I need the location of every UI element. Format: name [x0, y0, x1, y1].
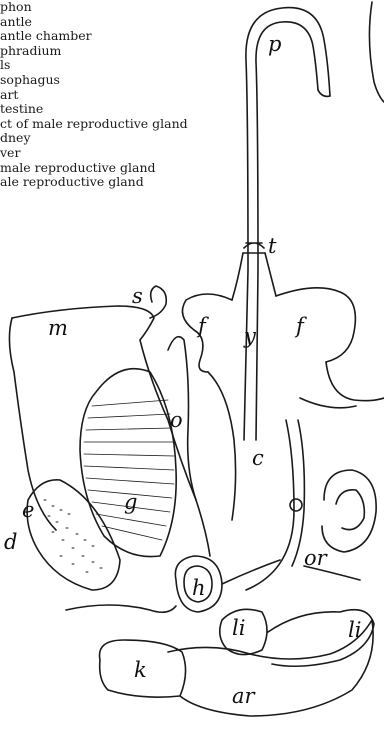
legend-item-heart: art: [0, 88, 240, 103]
coil-inner: [336, 490, 364, 530]
ventral-fold-2: [222, 560, 280, 584]
label-s: s: [132, 286, 143, 307]
legend-item-liver: ver: [0, 146, 240, 161]
gill-striations: [84, 400, 174, 540]
label-t: t: [268, 236, 276, 257]
label-f-right: f: [296, 316, 304, 337]
right-sweep-lower: [300, 398, 356, 408]
label-k: k: [134, 660, 147, 681]
label-y: y: [244, 326, 256, 347]
label-d: d: [4, 532, 17, 553]
label-o: o: [170, 410, 183, 431]
legend-item-osphradium: phradium: [0, 44, 240, 59]
legend-item-kidney: dney: [0, 131, 240, 146]
legend: phon antle antle chamber phradium ls sop…: [0, 0, 240, 190]
upper-right-edge: [369, 2, 384, 102]
label-g: g: [124, 492, 137, 513]
left-flap: [182, 294, 232, 372]
label-li-right: li: [348, 620, 361, 641]
label-p: p: [268, 34, 281, 55]
legend-item-intestine: testine: [0, 102, 240, 117]
ventral-fold: [66, 605, 176, 612]
neck-left: [232, 253, 243, 300]
right-flap: [276, 288, 355, 362]
osphradium-outline: [27, 480, 120, 590]
mantle-outline: [12, 306, 154, 340]
osphradium-dots: [44, 500, 102, 572]
label-f-left: f: [198, 316, 206, 337]
label-e: e: [22, 500, 34, 521]
duct-node: [290, 499, 302, 511]
body-center-line: [208, 372, 236, 520]
label-c: c: [252, 448, 264, 469]
coiled-organ: [322, 470, 376, 552]
label-m: m: [48, 318, 68, 339]
label-h: h: [192, 578, 206, 599]
siphon-constriction: [243, 243, 265, 253]
legend-item-esophagus: sophagus: [0, 73, 240, 88]
neck-right: [265, 253, 276, 296]
label-li-left: li: [232, 618, 245, 639]
legend-item-female-gland: male reproductive gland: [0, 161, 240, 176]
legend-item-duct-male-gland: ct of male reproductive gland: [0, 117, 240, 132]
right-sweep: [326, 362, 384, 401]
gill-outline: [80, 369, 176, 557]
legend-item-mantle: antle: [0, 15, 240, 30]
legend-item-gills: ls: [0, 58, 240, 73]
label-ar: ar: [232, 686, 255, 707]
legend-item-siphon: phon: [0, 0, 240, 15]
lower-lobe: [168, 620, 373, 716]
siphon-tip: [318, 90, 330, 96]
siphon-inner: [256, 22, 318, 440]
legend-item-male-gland: ale reproductive gland: [0, 175, 240, 190]
small-siphon: [150, 286, 166, 318]
legend-item-mantle-chamber: antle chamber: [0, 29, 240, 44]
label-or: or: [304, 548, 327, 569]
